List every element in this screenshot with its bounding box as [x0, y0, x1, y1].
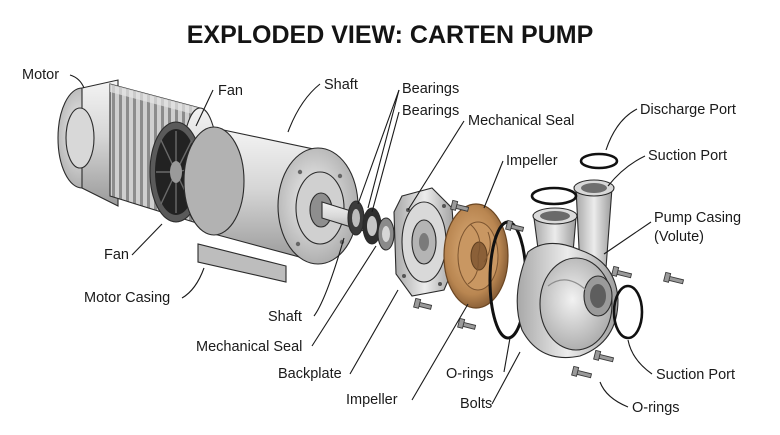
leader-impeller-bottom: [411, 303, 469, 401]
pump-casing-part: [516, 179, 619, 359]
o-ring-discharge: [579, 152, 619, 170]
leader-bolts: [491, 351, 521, 405]
leader-o-rings-mid: [503, 337, 511, 373]
leader-suction-port-bottom: [627, 339, 653, 375]
leader-backplate: [349, 289, 399, 375]
labels: Motor Fan Shaft Bearings Bearings Mechan…: [22, 67, 741, 416]
bolt: [611, 265, 633, 279]
label-suction-port-top: Suction Port: [648, 148, 727, 164]
leader-lines: [69, 74, 653, 408]
leader-pump-casing: [603, 221, 652, 255]
label-bolts: Bolts: [460, 396, 492, 412]
label-impeller-bottom: Impeller: [346, 392, 398, 408]
bolt: [663, 271, 685, 285]
label-pump-casing: Pump Casing: [654, 210, 741, 226]
label-volute: (Volute): [654, 229, 704, 245]
diagram-title: EXPLODED VIEW: CARTEN PUMP: [187, 21, 594, 49]
leader-discharge-port: [605, 108, 638, 151]
o-ring-flange: [612, 284, 644, 340]
label-motor-casing: Motor Casing: [84, 290, 170, 306]
label-suction-port-bottom: Suction Port: [656, 367, 735, 383]
bearings-part: [347, 200, 382, 245]
bolt: [593, 349, 615, 363]
leader-bearings-2: [371, 111, 400, 213]
bolts-part: [413, 199, 685, 379]
motor-casing-part: [183, 126, 359, 283]
label-motor: Motor: [22, 67, 59, 83]
leader-fan-top: [195, 89, 214, 127]
leader-bearings-1: [357, 89, 400, 205]
bolt: [571, 365, 593, 379]
bolt: [505, 219, 525, 232]
label-fan-bottom: Fan: [104, 247, 129, 263]
leader-shaft-bottom: [313, 237, 345, 317]
leader-motor: [69, 74, 85, 89]
label-bearings-2: Bearings: [402, 103, 459, 119]
bolt: [450, 199, 470, 212]
impeller-part: [443, 203, 509, 309]
label-shaft-top: Shaft: [324, 77, 358, 93]
label-shaft-bottom: Shaft: [268, 309, 302, 325]
label-fan-top: Fan: [218, 83, 243, 99]
label-discharge-port: Discharge Port: [640, 102, 736, 118]
backplate-part: [393, 187, 457, 297]
label-bearings-1: Bearings: [402, 81, 459, 97]
bolt: [413, 297, 433, 310]
leader-mech-seal-top: [407, 120, 465, 211]
leader-shaft-top: [287, 83, 321, 133]
label-o-rings-mid: O-rings: [446, 366, 494, 382]
label-mechanical-seal-bottom: Mechanical Seal: [196, 339, 302, 355]
label-backplate: Backplate: [278, 366, 342, 382]
bolt: [457, 317, 477, 330]
leader-o-rings-bottom: [599, 381, 629, 408]
label-impeller-top: Impeller: [506, 153, 558, 169]
o-ring-suction: [530, 186, 578, 206]
leader-mech-seal-bottom: [311, 245, 377, 347]
label-o-rings-bottom: O-rings: [632, 400, 680, 416]
leader-motor-casing: [181, 267, 205, 299]
mechanical-seal-part: [377, 217, 395, 251]
leader-bearings-1b: [367, 89, 400, 209]
leader-impeller-top: [483, 160, 504, 209]
leader-suction-port-top: [607, 155, 646, 187]
label-mechanical-seal-top: Mechanical Seal: [468, 113, 574, 129]
leader-fan-bottom: [131, 223, 163, 256]
